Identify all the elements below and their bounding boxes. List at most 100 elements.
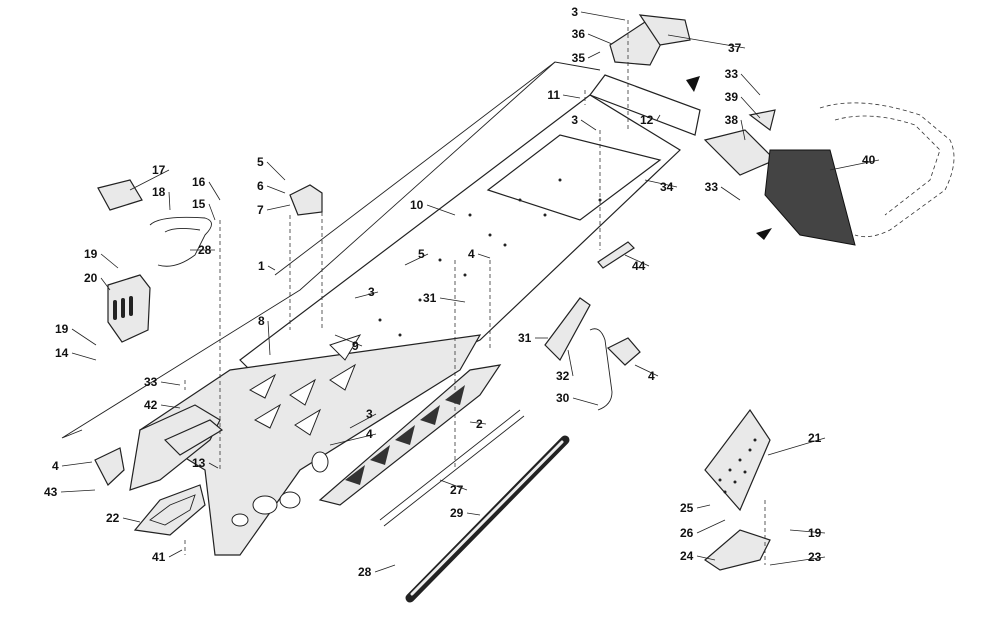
reinforcement-plate-32 [544, 297, 591, 361]
small-bracket-43 [94, 447, 125, 486]
callout-number: 11 [547, 88, 560, 102]
slide-rail-27 [379, 409, 525, 527]
callout-c3d: 3 [349, 407, 377, 429]
callout-c4c: 4 [329, 427, 377, 446]
callout-c33b: 33 [705, 180, 741, 201]
callout-number: 32 [556, 369, 570, 383]
callout-number: 28 [358, 565, 372, 579]
callout-number: 15 [192, 197, 206, 211]
callout-number: 35 [572, 51, 586, 65]
callout-number: 10 [410, 198, 424, 212]
alignment-lines [184, 20, 766, 565]
callout-leader-line [71, 352, 97, 361]
callout-c5b: 5 [404, 247, 429, 266]
callout-number: 6 [257, 179, 264, 193]
callout-number: 24 [680, 549, 694, 563]
callout-leader-line [267, 320, 271, 356]
rear-flap-38 [703, 129, 777, 176]
callout-c3a: 3 [571, 5, 626, 21]
callout-leader-line [266, 161, 286, 181]
rear-cap-37 [638, 14, 691, 46]
callout-number: 37 [728, 41, 742, 55]
callout-leader-line [208, 462, 219, 469]
rear-flap-pointer-a [686, 76, 700, 92]
callout-leader-line [580, 11, 626, 21]
callout-leader-line [100, 277, 111, 291]
callout-c12: 12 [640, 113, 661, 127]
callout-c24: 24 [680, 549, 716, 563]
callout-c36: 36 [572, 27, 613, 45]
callout-number: 28 [198, 243, 212, 257]
callout-c4b: 4 [634, 364, 659, 383]
callout-c42: 42 [144, 398, 181, 412]
callout-c19a: 19 [84, 247, 119, 269]
upper-mount-bracket [289, 184, 323, 216]
callout-leader-line [740, 73, 761, 96]
callout-leader-line [122, 517, 141, 523]
callout-number: 39 [725, 90, 739, 104]
assembly-outline-line [61, 61, 601, 439]
callout-c17: 17 [129, 163, 170, 191]
rear-flap-body-40 [764, 149, 856, 246]
callout-number: 2 [476, 417, 483, 431]
callout-c11: 11 [547, 88, 581, 102]
side-panel-lightening-holes [231, 334, 362, 527]
callout-c28b: 28 [358, 564, 396, 579]
callout-number: 33 [144, 375, 158, 389]
callout-number: 40 [862, 153, 876, 167]
callout-leader-line [168, 549, 183, 558]
callout-c6: 6 [257, 179, 286, 194]
callout-number: 5 [257, 155, 264, 169]
callout-leader-line [354, 291, 379, 299]
callout-number: 26 [680, 526, 694, 540]
callout-leader-line [439, 479, 468, 491]
callout-c19b: 19 [55, 322, 97, 346]
left-foot-plate [133, 484, 206, 536]
callout-c4a: 4 [468, 247, 491, 261]
callout-c20: 20 [84, 271, 111, 291]
rear-flap-pointer-b [756, 228, 772, 240]
callout-c18: 18 [152, 185, 171, 211]
callout-c3c: 3 [354, 285, 379, 299]
callout-c34: 34 [644, 179, 678, 194]
callout-c15: 15 [192, 197, 216, 221]
running-board-plate-25 [704, 408, 771, 512]
callout-leader-line [160, 381, 181, 386]
callout-number: 4 [468, 247, 475, 261]
left-tunnel-side-panel [138, 334, 482, 556]
callout-c31a: 31 [423, 291, 466, 305]
callout-c41: 41 [152, 549, 183, 564]
callout-number: 29 [450, 506, 464, 520]
callout-number: 33 [705, 180, 719, 194]
callout-number: 36 [572, 27, 586, 41]
handle-loop-28 [149, 216, 212, 267]
callout-number: 13 [192, 456, 206, 470]
callout-leader-line [562, 94, 581, 99]
callout-leader-line [349, 413, 377, 429]
callout-c32: 32 [556, 349, 574, 383]
callout-number: 44 [632, 259, 646, 273]
callout-leader-line [567, 349, 574, 377]
rear-flap-reflector-39 [748, 109, 776, 132]
bracket-plate-slots [113, 296, 133, 320]
callout-number: 38 [725, 113, 739, 127]
callout-c35: 35 [572, 51, 601, 65]
callout-c14: 14 [55, 346, 97, 361]
callout-number: 25 [680, 501, 694, 515]
callout-leader-line [404, 253, 429, 266]
rear-bumper-dashed-outline [819, 102, 955, 238]
callout-c1: 1 [258, 259, 276, 273]
cap-plate-4 [606, 337, 641, 366]
callout-number: 14 [55, 346, 69, 360]
callout-leader-line [208, 181, 221, 201]
callout-c21: 21 [767, 431, 826, 456]
callout-leader-line [61, 461, 93, 467]
callout-c10: 10 [410, 198, 456, 216]
callout-leader-line [789, 529, 826, 534]
callout-leader-line [696, 555, 716, 561]
callout-number: 16 [192, 175, 206, 189]
callout-number: 4 [648, 369, 655, 383]
callout-number: 1 [258, 259, 265, 273]
callout-number: 31 [423, 291, 437, 305]
